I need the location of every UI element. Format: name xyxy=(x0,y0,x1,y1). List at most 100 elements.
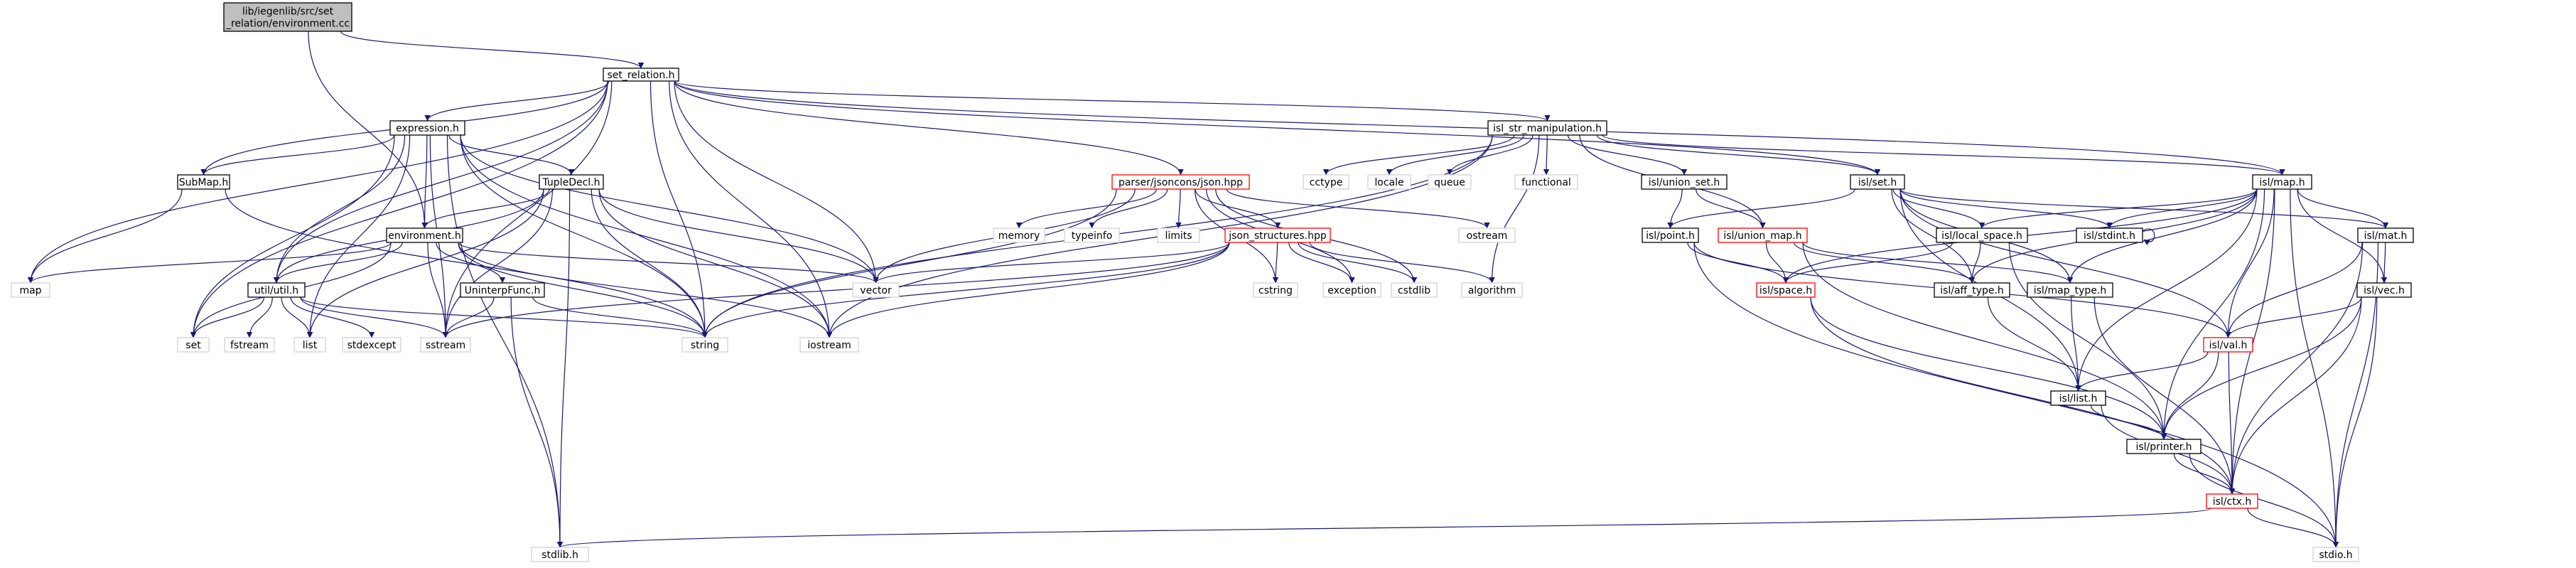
dependency-edge xyxy=(2332,296,2378,548)
dependency-edge xyxy=(2229,296,2362,495)
dependency-edge xyxy=(2228,351,2236,495)
node-isl-space-h[interactable]: isl/space.h xyxy=(1756,282,1816,298)
node-isl-ctx-h[interactable]: isl/ctx.h xyxy=(2206,493,2258,509)
node-isl-mat-h[interactable]: isl/mat.h xyxy=(2357,227,2414,243)
dependency-edge xyxy=(1802,242,2167,440)
node-box xyxy=(2050,390,2106,406)
node-box xyxy=(1461,282,1523,298)
node-box xyxy=(1253,282,1298,298)
dependency-edge xyxy=(2142,228,2155,246)
node-isl-set-h[interactable]: isl/set.h xyxy=(1850,174,1905,190)
node-label: SubMap.h xyxy=(179,177,229,188)
node-box xyxy=(460,282,545,298)
node-label: ostream xyxy=(1467,230,1508,242)
node-isl-stdint-h[interactable]: isl/stdint.h xyxy=(2076,227,2143,243)
dependency-edge xyxy=(340,31,645,69)
node-isl-val-h[interactable]: isl/val.h xyxy=(2203,337,2253,353)
dependency-edge xyxy=(273,134,406,284)
node-box xyxy=(2203,337,2253,353)
dependency-edge xyxy=(1782,242,1953,284)
node-tupledecl-h[interactable]: TupleDecl.h xyxy=(539,174,604,190)
node-label: functional xyxy=(1521,177,1571,188)
node-isl-map-type-h[interactable]: isl/map_type.h xyxy=(2027,282,2113,298)
node-box xyxy=(1322,282,1381,298)
node-label: isl/local_space.h xyxy=(1941,230,2022,242)
node-layer: lib/iegenlib/src/set_relation/environmen… xyxy=(11,2,2414,562)
node-set-relation-h[interactable]: set_relation.h xyxy=(603,68,679,82)
node-label: cctype xyxy=(1310,177,1343,188)
node-iostream: iostream xyxy=(799,337,859,353)
node-box xyxy=(1936,227,2028,243)
node-box xyxy=(539,174,604,190)
node-isl-local-space-h[interactable]: isl/local_space.h xyxy=(1936,227,2028,243)
dependency-edge xyxy=(2297,188,2388,284)
node-box xyxy=(1850,174,1905,190)
node-box xyxy=(247,282,306,298)
node-isl-point-h[interactable]: isl/point.h xyxy=(1642,227,1699,243)
node-isl-printer-h[interactable]: isl/printer.h xyxy=(2126,439,2202,454)
node-parser-json-hpp[interactable]: parser/jsoncons/json.hpp xyxy=(1111,174,1250,190)
dependency-edge xyxy=(1899,188,2389,229)
dependency-edge xyxy=(2225,188,2275,338)
node-label: stdlib.h xyxy=(541,550,578,561)
dependency-edge xyxy=(273,242,403,284)
node-label: isl/set.h xyxy=(1858,177,1897,188)
node-label: typeinfo xyxy=(1072,230,1113,242)
node-exception: exception xyxy=(1322,282,1381,298)
dependency-edge xyxy=(2093,296,2236,495)
dependency-edge xyxy=(2106,188,2258,229)
node-box xyxy=(1934,282,2010,298)
dependency-edge xyxy=(2071,296,2081,392)
node-label: vector xyxy=(860,285,892,296)
node-isl-aff-type-h[interactable]: isl/aff_type.h xyxy=(1934,282,2010,298)
dependency-edge xyxy=(421,134,428,229)
dependency-edge xyxy=(1446,134,1534,176)
node-box xyxy=(386,227,463,243)
node-stdlib-h: stdlib.h xyxy=(531,547,589,562)
node-list: list xyxy=(293,337,326,353)
node-isl-map-h[interactable]: isl/map.h xyxy=(2252,174,2312,190)
node-stdio-h: stdio.h xyxy=(2312,547,2359,562)
node-isl-union-map-h[interactable]: isl/union_map.h xyxy=(1718,227,1808,243)
dependency-edge xyxy=(1309,242,1495,284)
node-box xyxy=(1514,174,1578,190)
node-vector: vector xyxy=(852,282,900,298)
dependency-edge xyxy=(308,31,428,229)
dependency-edge xyxy=(190,296,265,338)
node-box xyxy=(852,282,900,298)
node-box xyxy=(681,337,728,353)
node-label: queue xyxy=(1434,177,1465,188)
node-box xyxy=(2312,547,2359,562)
node-label: isl/aff_type.h xyxy=(1940,285,2004,296)
dependency-edge xyxy=(2290,188,2339,548)
node-uninterpfunc-h[interactable]: UninterpFunc.h xyxy=(460,282,545,298)
dependency-edge xyxy=(281,296,313,338)
node-isl-vec-h[interactable]: isl/vec.h xyxy=(2356,282,2412,298)
node-isl-union-set-h[interactable]: isl/union_set.h xyxy=(1641,174,1728,190)
dependency-edge xyxy=(225,188,708,338)
dependency-edge xyxy=(2225,242,2363,338)
node-submap-h[interactable]: SubMap.h xyxy=(177,174,230,190)
dependency-edge xyxy=(1892,188,1985,229)
node-label: expression.h xyxy=(396,123,459,134)
node-isl-list-h[interactable]: isl/list.h xyxy=(2050,390,2106,406)
node-algorithm: algorithm xyxy=(1461,282,1523,298)
node-label: string xyxy=(691,340,719,351)
dependency-edge xyxy=(1687,242,1789,284)
node-environment-h[interactable]: environment.h xyxy=(386,227,463,243)
node-box xyxy=(2356,282,2412,298)
node-box xyxy=(1458,227,1516,243)
dependency-edge xyxy=(2160,188,2265,440)
node-util-util-h[interactable]: util/util.h xyxy=(247,282,306,298)
node-label: lib/iegenlib/src/set xyxy=(242,6,334,18)
dependency-edge xyxy=(1089,188,1168,229)
node-label: isl/printer.h xyxy=(2135,441,2192,453)
node-expression-h[interactable]: expression.h xyxy=(389,120,465,136)
node-label: exception xyxy=(1327,285,1376,296)
dependency-edge xyxy=(674,80,1880,176)
node-box xyxy=(177,174,230,190)
node-box xyxy=(993,227,1045,243)
node-root[interactable]: lib/iegenlib/src/set_relation/environmen… xyxy=(223,2,352,32)
node-json-structures-hpp[interactable]: json_structures.hpp xyxy=(1224,227,1331,243)
node-isl-str-manipulation-h[interactable]: isl_str_manipulation.h xyxy=(1487,120,1607,136)
